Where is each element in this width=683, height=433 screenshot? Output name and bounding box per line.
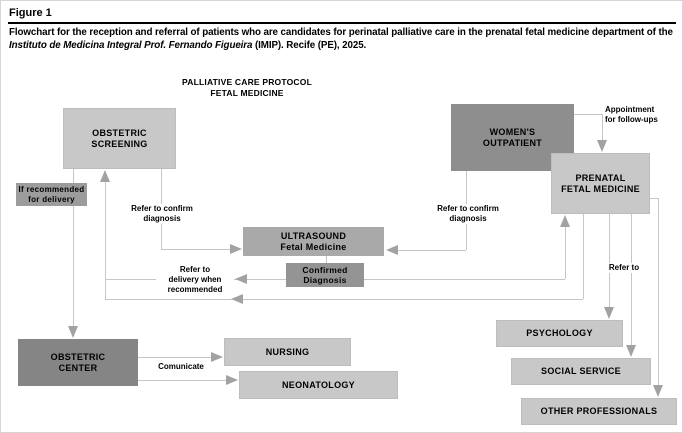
figure-label: Figure 1 [9,7,52,19]
node-other-professionals: OTHER PROFESSIONALS [521,398,677,425]
edge-ultrasound-to-confirmed-line [326,256,327,263]
node-obstetric-screening: OBSTETRIC SCREENING [63,108,176,169]
edge-prenatal-return-vline [583,214,584,299]
arrowhead-into-obstetric-screening [100,170,110,182]
label-refer-confirm-left: Refer to confirm diagnosis [123,204,201,224]
edge-note-to-obstetric-center-line [73,206,74,326]
label-refer-to: Refer to [602,263,646,273]
edge-center-to-neonatology-line [138,380,226,381]
arrowhead-into-neonatology [226,375,238,385]
edge-center-to-nursing-line [138,357,211,358]
node-if-recommended-for-delivery: If recommended for delivery [16,183,87,206]
edge-outpatient-to-ultrasound-hline [398,250,466,251]
node-ultrasound-fetal-medicine: ULTRASOUND Fetal Medicine [243,227,384,256]
caption-institute-name: Instituto de Medicina Integral Prof. Fer… [9,39,253,51]
edge-prenatal-to-psychology-line [609,214,610,307]
edge-prenatal-return-hline [105,299,583,300]
node-confirmed-diagnosis: Confirmed Diagnosis [286,263,364,287]
diagram-title: PALLIATIVE CARE PROTOCOL FETAL MEDICINE [182,77,312,98]
edge-prenatal-to-social-service-line [631,214,632,345]
node-social-service: SOCIAL SERVICE [511,358,651,385]
caption-text-start: Flowchart for the reception and referral… [9,27,673,38]
arrowhead-into-ultrasound-right [386,245,398,255]
arrowhead-into-social-service [626,345,636,357]
edge-outpatient-to-prenatal-hline [574,114,602,115]
label-refer-confirm-right: Refer to confirm diagnosis [429,204,507,224]
figure-rule-divider [8,22,676,24]
arrowhead-into-prenatal-bottom [560,215,570,227]
arrowhead-refer-delivery-lower [231,294,243,304]
node-neonatology: NEONATOLOGY [239,371,398,399]
edge-confirmed-to-prenatal-vline [565,227,566,279]
node-nursing: NURSING [224,338,351,366]
figure-caption: Flowchart for the reception and referral… [9,27,677,52]
arrowhead-refer-delivery-upper [235,274,247,284]
arrowhead-into-nursing [211,352,223,362]
label-appointment-followups: Appointment for follow-ups [604,105,674,125]
caption-text-end: (IMIP). Recife (PE), 2025. [252,39,367,51]
edge-outpatient-to-prenatal-vline [602,114,603,140]
node-obstetric-center: OBSTETRIC CENTER [18,339,138,386]
label-comunicate: Comunicate [151,362,211,372]
arrowhead-into-prenatal-top [597,140,607,152]
arrowhead-into-obstetric-center [68,326,78,338]
node-prenatal-fetal-medicine: PRENATAL FETAL MEDICINE [551,153,650,214]
arrowhead-into-ultrasound-left [230,244,242,254]
edge-screening-to-note-line [73,169,74,183]
node-psychology: PSYCHOLOGY [496,320,623,347]
edge-screening-to-ultrasound-hline [161,249,230,250]
label-refer-delivery: Refer to delivery when recommended [156,265,234,295]
arrowhead-into-psychology [604,307,614,319]
arrowhead-into-other-professionals [653,385,663,397]
edge-prenatal-to-other-line [658,198,659,385]
edge-prenatal-to-other-stub [649,198,658,199]
edge-return-to-screening-line [105,181,106,299]
